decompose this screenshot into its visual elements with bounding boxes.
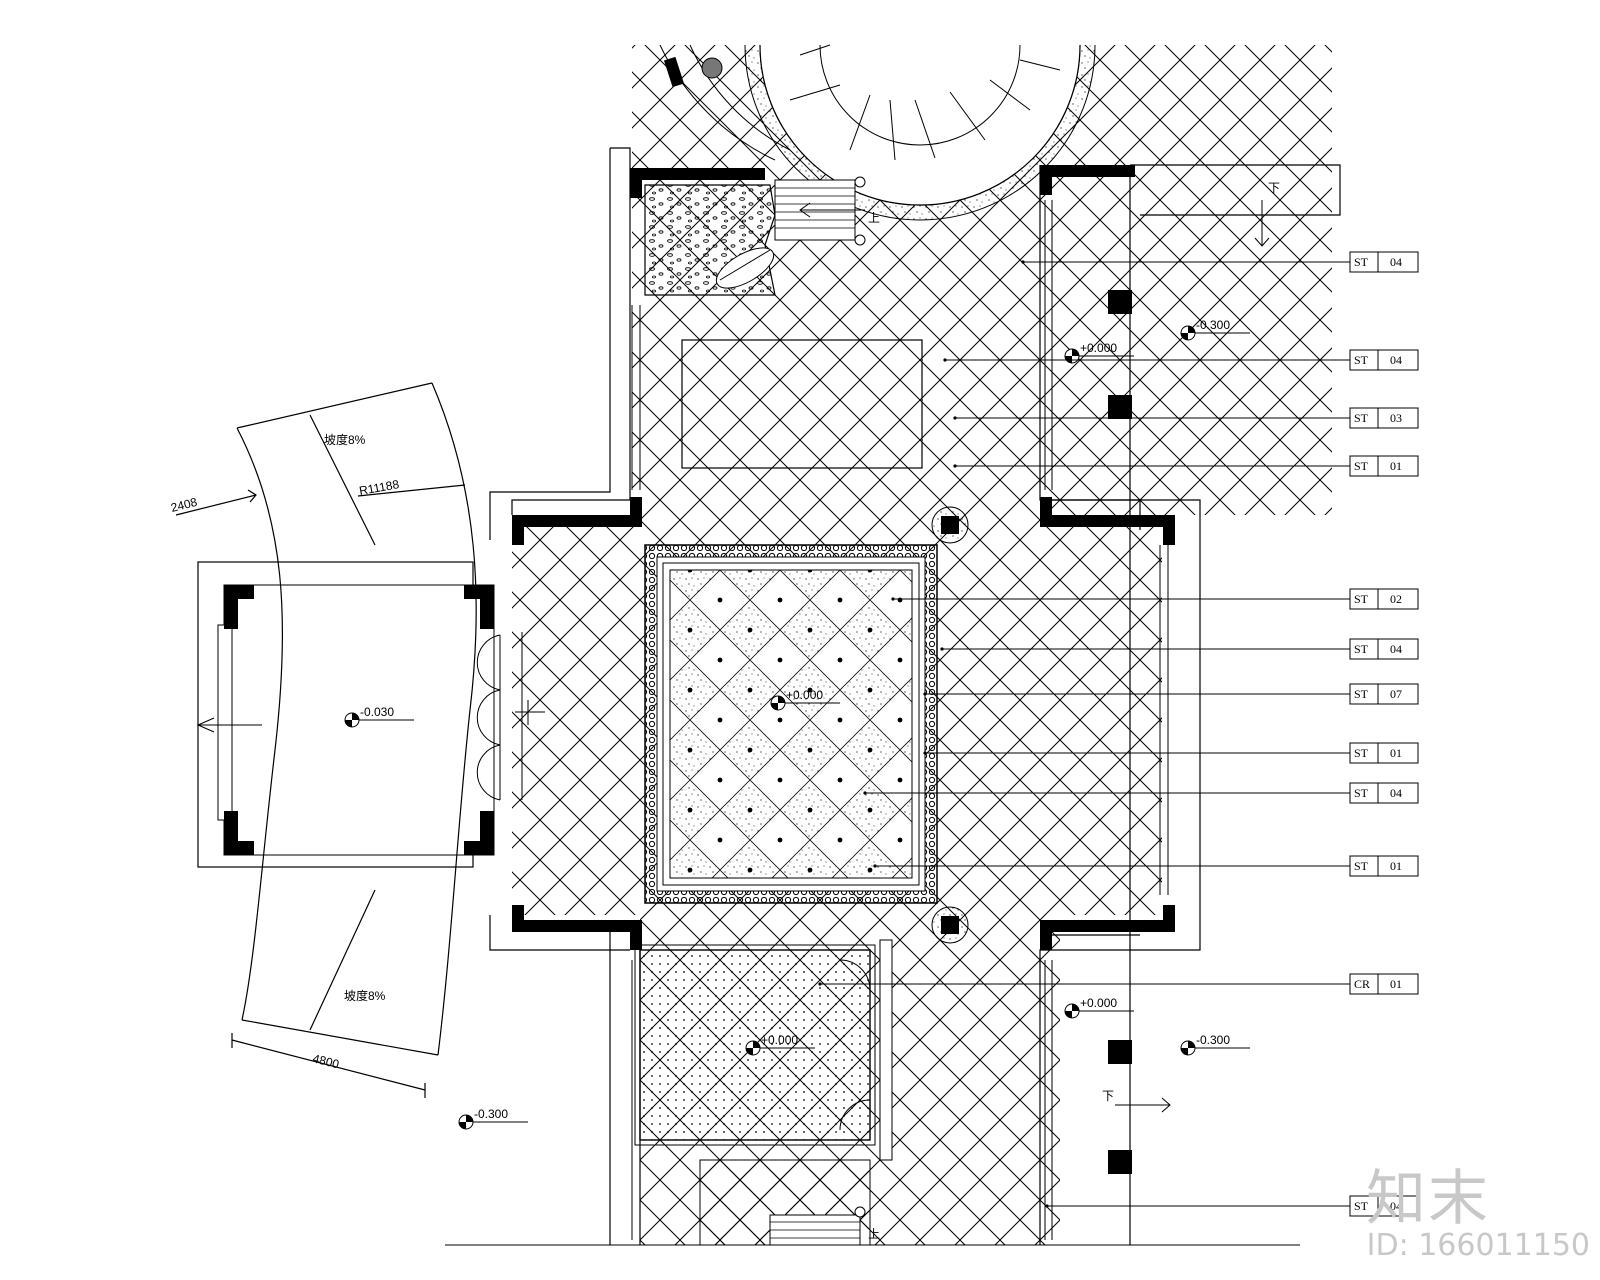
material-tag: ST 01 [873, 855, 1419, 877]
material-number: 04 [1390, 255, 1402, 269]
level-value: -0.300 [1196, 318, 1230, 332]
wall-columns [512, 165, 1175, 1174]
right-jambs [631, 200, 1169, 1240]
central-medallion [644, 544, 938, 904]
level-marker: +0.000 [770, 688, 840, 711]
round-columns [931, 506, 969, 944]
entry-porch [196, 561, 545, 868]
material-code: ST [1354, 786, 1369, 800]
material-number: 04 [1390, 786, 1402, 800]
level-value: +0.000 [1080, 996, 1117, 1010]
stair-up-label-top: 上 [868, 211, 880, 225]
material-tag: ST 04 [1021, 251, 1419, 273]
rotunda [659, 44, 1096, 221]
material-number: 01 [1390, 859, 1402, 873]
material-code: ST [1354, 411, 1369, 425]
material-tag: ST 03 [953, 407, 1419, 429]
planter [644, 184, 776, 296]
stair-up-label-bottom: 上 [868, 1227, 880, 1241]
top-stair: 上 [774, 176, 880, 246]
material-tag: ST 02 [891, 588, 1419, 610]
level-marker: +0.000 [1064, 996, 1134, 1019]
material-code: CR [1354, 977, 1370, 991]
level-value: -0.300 [1196, 1033, 1230, 1047]
curved-ramp [175, 382, 477, 1098]
stair-down-label-right: 下 [1102, 1089, 1114, 1103]
material-number: 03 [1390, 411, 1402, 425]
material-number: 07 [1390, 687, 1402, 701]
material-tag: ST 04 [863, 782, 1419, 804]
ramp-cut-dim: 2408 [169, 495, 199, 515]
material-code: ST [1354, 642, 1369, 656]
level-marker: -0.300 [458, 1107, 528, 1130]
material-tag: ST 01 [953, 455, 1419, 477]
walls [489, 147, 1341, 1245]
level-value: +0.000 [761, 1033, 798, 1047]
material-code: ST [1354, 592, 1369, 606]
material-code: ST [1354, 859, 1369, 873]
level-value: +0.000 [786, 688, 823, 702]
ramp-radius: R11188 [358, 477, 400, 498]
down-arrows [1115, 200, 1270, 1113]
material-tag: ST 04 [940, 638, 1419, 660]
material-number: 04 [1390, 642, 1402, 656]
bottom-stair: 上 [699, 1159, 880, 1246]
material-code: ST [1354, 687, 1369, 701]
lower-room [634, 939, 893, 1161]
material-code: ST [1354, 353, 1369, 367]
stair-down-label-top: 下 [1268, 181, 1280, 195]
material-number: 01 [1390, 459, 1402, 473]
ramp-slope-top: 坡度8% [324, 432, 366, 447]
material-tag: ST 07 [923, 683, 1419, 705]
watermark-id: ID: 166011150 [1366, 1228, 1590, 1263]
material-tag: ST 01 [923, 742, 1419, 764]
material-tag: ST 04 [943, 349, 1419, 371]
material-code: ST [1354, 746, 1369, 760]
level-marker: -0.300 [1180, 1033, 1250, 1056]
material-number: 04 [1390, 1199, 1402, 1213]
level-value: -0.300 [474, 1107, 508, 1121]
material-number: 04 [1390, 353, 1402, 367]
material-tag: CR 01 [818, 973, 1419, 995]
material-tag: ST 04 [1045, 1195, 1419, 1217]
level-marker: -0.030 [344, 705, 414, 728]
level-value: +0.000 [1080, 341, 1117, 355]
material-number: 01 [1390, 977, 1402, 991]
level-marker: -0.300 [1180, 318, 1250, 341]
upper-inlay-panel [681, 339, 923, 469]
watermark-logo: 知末 [1366, 1164, 1490, 1234]
level-markers: -0.300 +0.000 +0.000 -0.030 -0.300 -0.300 +0.0… [344, 318, 1250, 1130]
ramp-width-dim: 4800 [311, 1051, 341, 1071]
level-marker: +0.000 [745, 1033, 815, 1056]
material-number: 01 [1390, 746, 1402, 760]
ramp-slope-bottom: 坡度8% [344, 988, 386, 1003]
level-value: -0.030 [360, 705, 394, 719]
material-code: ST [1354, 255, 1369, 269]
material-number: 02 [1390, 592, 1402, 606]
material-code: ST [1354, 1199, 1369, 1213]
material-code: ST [1354, 459, 1369, 473]
